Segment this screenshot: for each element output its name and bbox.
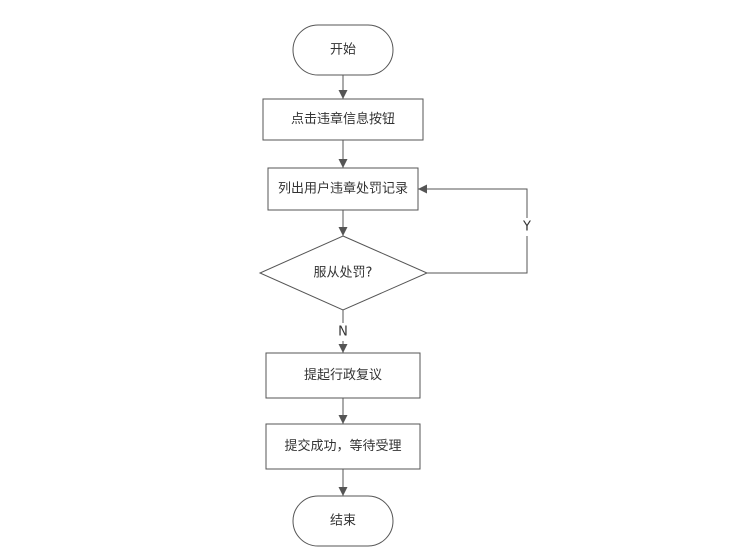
yes-edge-label: Y — [519, 218, 535, 236]
start-node: 开始 — [292, 24, 394, 76]
accept-decision-label: 服从处罚? — [314, 266, 373, 281]
accept-decision-node: 服从处罚? — [258, 235, 429, 311]
yes-label: Y — [522, 220, 531, 235]
list-records-node: 列出用户违章处罚记录 — [267, 167, 419, 211]
click-button-node: 点击违章信息按钮 — [262, 98, 424, 141]
no-edge-label: N — [335, 323, 351, 341]
end-label: 结束 — [330, 514, 356, 529]
click-button-label: 点击违章信息按钮 — [291, 111, 395, 127]
submit-review-label: 提起行政复议 — [304, 367, 382, 383]
submit-success-node: 提交成功，等待受理 — [265, 423, 421, 470]
start-label: 开始 — [330, 43, 356, 58]
arrow-decision-yes-loop — [418, 184, 528, 274]
end-node: 结束 — [292, 495, 394, 547]
submit-review-node: 提起行政复议 — [265, 352, 421, 399]
no-label: N — [338, 325, 348, 340]
submit-success-label: 提交成功，等待受理 — [284, 438, 401, 454]
list-records-label: 列出用户违章处罚记录 — [278, 181, 408, 197]
